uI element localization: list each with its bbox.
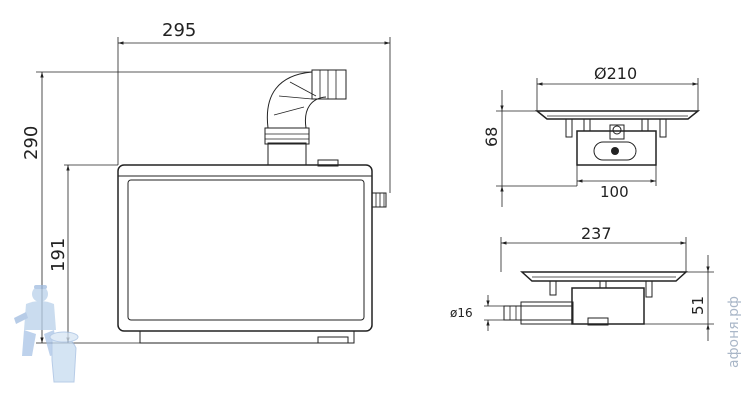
- dim-height-drain: 68: [482, 127, 501, 147]
- vent-cap: [317, 159, 339, 167]
- dim-diameter-outlet: ø16: [450, 306, 473, 320]
- watermark-text: афоня.рф: [726, 296, 742, 368]
- drain-front-view: 237 ø16 51: [450, 224, 714, 341]
- pump-housing-inner: [127, 179, 365, 321]
- front-view: 295 290 191: [21, 20, 391, 344]
- dim-width-drain-body: 100: [600, 183, 629, 201]
- dim-diameter-top: Ø210: [594, 64, 637, 83]
- dim-width-bottom: 237: [581, 224, 612, 243]
- drain-outlet: [593, 141, 637, 161]
- side-inlet: [371, 192, 387, 208]
- dim-width-main: 295: [162, 20, 196, 41]
- plumber-mascot-logo: [14, 285, 79, 383]
- pump-housing: [117, 164, 373, 332]
- dim-height-total: 290: [21, 126, 42, 160]
- drain-plate: [534, 110, 701, 120]
- bottom-plate: [520, 271, 688, 282]
- dim-height-bottom-side: 51: [689, 296, 707, 315]
- drain-side-view: Ø210 68 100: [482, 64, 701, 207]
- bottom-outlet-pipe: [503, 305, 573, 321]
- pump-base: [139, 330, 355, 344]
- outlet-pipe: [264, 69, 347, 166]
- dim-height-body: 191: [48, 238, 69, 272]
